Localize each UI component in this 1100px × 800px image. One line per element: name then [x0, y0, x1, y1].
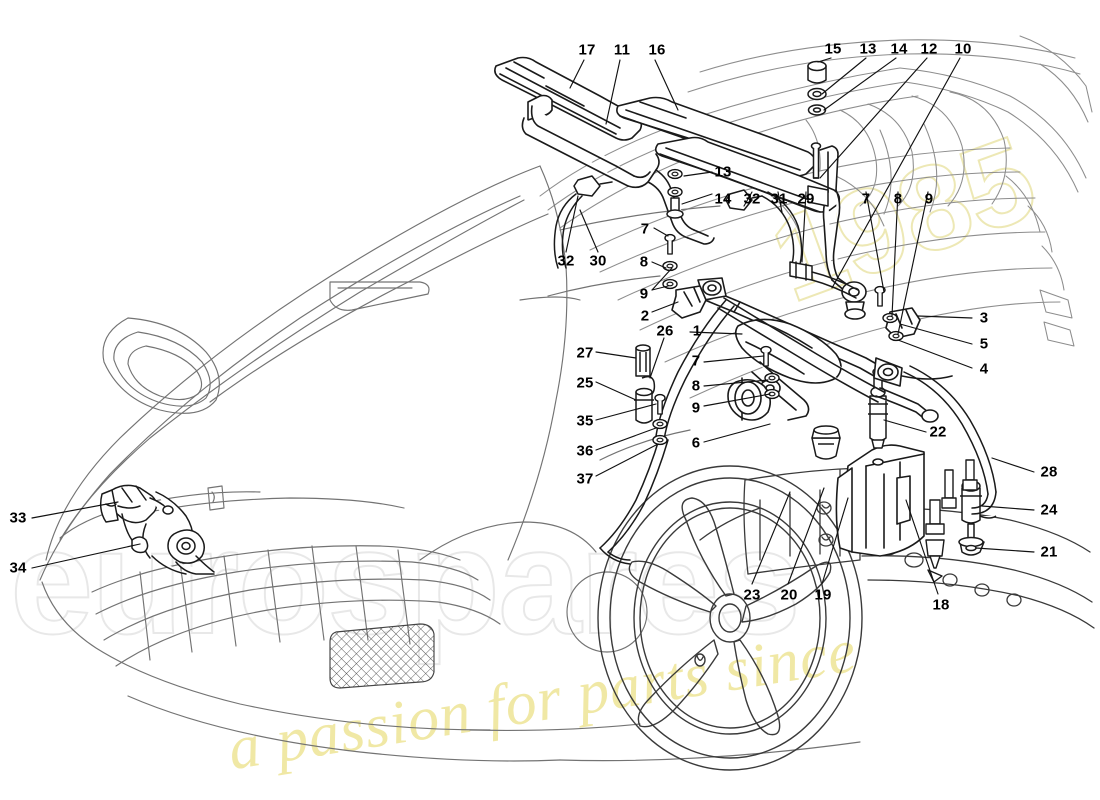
spindle-hardware-stack: [807, 60, 829, 207]
callout-number-15: 15: [824, 40, 842, 58]
callout-number-20: 20: [780, 586, 798, 604]
callout-number-7: 7: [640, 220, 650, 238]
callout-number-14: 14: [714, 190, 732, 208]
callout-number-23: 23: [743, 586, 761, 604]
callout-number-17: 17: [578, 41, 596, 59]
hose-and-connectors: [553, 175, 997, 565]
callout-number-2: 2: [640, 307, 650, 325]
callout-number-8: 8: [639, 253, 649, 271]
callout-number-6: 6: [691, 434, 701, 452]
pump-grommet-21: [958, 536, 985, 556]
callout-number-19: 19: [814, 586, 832, 604]
callout-number-33: 33: [9, 509, 27, 527]
callout-number-10: 10: [954, 40, 972, 58]
callout-number-28: 28: [1040, 463, 1058, 481]
callout-number-22: 22: [929, 423, 947, 441]
callout-number-21: 21: [1040, 543, 1058, 561]
callout-leader-lines: [31, 57, 1035, 595]
callout-number-24: 24: [1040, 501, 1058, 519]
callout-number-30: 30: [589, 252, 607, 270]
car-silhouette: [39, 165, 861, 762]
callout-number-37: 37: [576, 470, 594, 488]
hardware-stack-left: [662, 233, 678, 290]
callout-number-27: 27: [576, 344, 594, 362]
callout-number-7: 7: [861, 190, 871, 208]
callout-number-8: 8: [691, 377, 701, 395]
callout-number-29: 29: [797, 190, 815, 208]
callout-number-3: 3: [979, 309, 989, 327]
callout-number-9: 9: [691, 399, 701, 417]
callout-number-13: 13: [714, 163, 732, 181]
washer-jets-cluster: [925, 459, 978, 583]
washer-nozzle-parts: [634, 344, 668, 446]
callout-number-36: 36: [576, 442, 594, 460]
hardware-pair-13-14: [666, 168, 684, 219]
washer-pump-22: [868, 367, 888, 449]
wiper-arm-left: [494, 56, 715, 245]
reservoir-filler-neck: [811, 425, 841, 460]
callout-number-8: 8: [893, 190, 903, 208]
callout-number-31: 31: [770, 190, 788, 208]
callout-number-35: 35: [576, 412, 594, 430]
callout-number-13: 13: [859, 40, 877, 58]
callout-number-1: 1: [692, 322, 702, 340]
callout-number-32: 32: [743, 190, 761, 208]
callout-number-32: 32: [557, 252, 575, 270]
wheel-assembly: [597, 465, 863, 771]
callout-number-14: 14: [890, 40, 908, 58]
callout-number-34: 34: [9, 559, 27, 577]
callout-number-16: 16: [648, 41, 666, 59]
wiper-linkage-assembly: [671, 277, 953, 423]
callout-number-12: 12: [920, 40, 938, 58]
callout-number-11: 11: [613, 41, 631, 59]
callout-number-7: 7: [691, 352, 701, 370]
washer-reservoir-tank: [835, 444, 925, 557]
callout-number-9: 9: [924, 190, 934, 208]
callout-number-9: 9: [639, 285, 649, 303]
callout-number-5: 5: [979, 335, 989, 353]
callout-number-26: 26: [656, 322, 674, 340]
callout-number-18: 18: [932, 596, 950, 614]
callout-number-4: 4: [979, 360, 989, 378]
callout-number-25: 25: [576, 374, 594, 392]
bonnet-latch-assembly: [99, 484, 215, 575]
